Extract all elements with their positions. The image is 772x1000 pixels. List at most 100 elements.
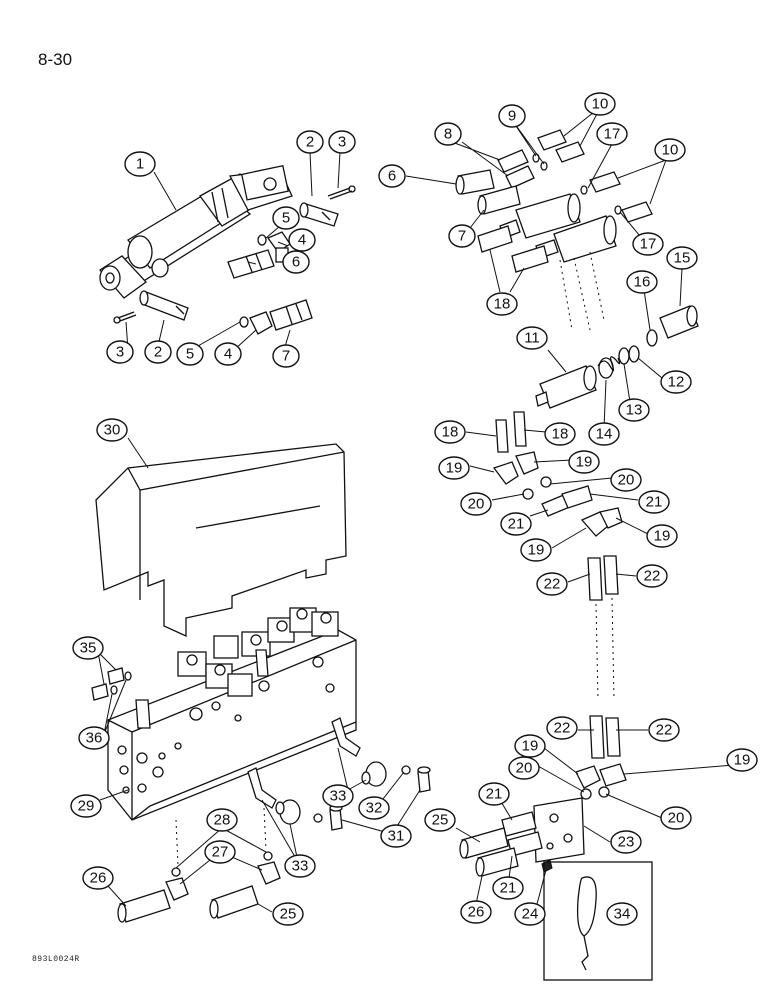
hose-ends-18-lower — [495, 411, 527, 453]
elbows-27 — [165, 861, 281, 901]
hose-end-lower — [269, 299, 313, 331]
svg-text:7: 7 — [282, 348, 290, 365]
svg-text:19: 19 — [522, 738, 539, 755]
callout-20-d: 20 — [660, 806, 692, 830]
callout-18-left: 18 — [434, 420, 466, 444]
svg-text:25: 25 — [280, 906, 297, 923]
callout-33-upper: 33 — [322, 784, 354, 808]
pin-lower — [139, 290, 189, 321]
o-rings-17 — [580, 185, 622, 215]
coupler-26-left — [117, 889, 171, 923]
svg-text:21: 21 — [646, 494, 663, 511]
callout-7-left: 7 — [272, 344, 300, 368]
svg-text:20: 20 — [668, 810, 685, 827]
svg-text:5: 5 — [186, 346, 194, 363]
o-rings-20-lower — [580, 786, 610, 800]
callout-3-lower: 3 — [106, 340, 134, 364]
elbows-19-lower — [575, 763, 627, 789]
callout-2-lower: 2 — [144, 340, 172, 364]
svg-text:10: 10 — [592, 96, 609, 113]
dashed-guides — [175, 807, 267, 867]
callout-4-upper: 4 — [288, 228, 316, 252]
callout-6-right: 6 — [378, 164, 406, 188]
mounting-plate-23 — [533, 797, 585, 863]
svg-text:18: 18 — [494, 296, 511, 313]
filter-11 — [535, 365, 597, 409]
callout-24: 24 — [514, 902, 546, 926]
o-ring-16 — [646, 329, 658, 347]
svg-text:23: 23 — [618, 834, 635, 851]
valve-block-solenoids — [135, 607, 339, 729]
couplers-25-26 — [459, 827, 519, 877]
svg-text:20: 20 — [618, 472, 635, 489]
coupler-25-bottom — [209, 885, 259, 919]
callout-35: 35 — [72, 636, 104, 660]
callout-27: 27 — [204, 840, 236, 864]
svg-text:14: 14 — [596, 426, 613, 443]
hoses-22-lower — [589, 715, 621, 759]
elbows-19-upper — [492, 451, 539, 485]
svg-text:24: 24 — [522, 906, 539, 923]
callout-22-b: 22 — [636, 564, 668, 588]
hydraulic-cylinder — [99, 164, 293, 299]
svg-text:26: 26 — [90, 870, 107, 887]
svg-text:22: 22 — [656, 722, 673, 739]
spring-14 — [597, 356, 621, 379]
svg-text:6: 6 — [292, 254, 300, 271]
svg-text:1: 1 — [136, 156, 144, 173]
snap-ring-12 — [628, 345, 640, 363]
washer-32-lower — [313, 813, 323, 823]
callout-21-a: 21 — [638, 490, 670, 514]
callout-10-lower: 10 — [654, 138, 686, 162]
callout-1: 1 — [124, 151, 156, 177]
callout-13: 13 — [618, 398, 650, 422]
knob-33-upper — [361, 761, 387, 787]
svg-text:21: 21 — [508, 516, 525, 533]
svg-text:35: 35 — [80, 640, 97, 657]
svg-text:22: 22 — [644, 568, 661, 585]
elbow-fitting-lower — [239, 311, 273, 335]
callout-12: 12 — [660, 370, 692, 394]
callout-25-right: 25 — [424, 808, 456, 832]
callout-26-bottom: 26 — [460, 900, 492, 924]
callout-20-c: 20 — [508, 756, 540, 780]
callout-17-upper: 17 — [596, 122, 628, 146]
adapters-21 — [541, 485, 593, 517]
svg-text:33: 33 — [330, 788, 347, 805]
callout-21-c: 21 — [478, 782, 510, 806]
adapter-fittings-8 — [497, 149, 535, 189]
svg-text:3: 3 — [338, 134, 346, 151]
svg-text:29: 29 — [78, 798, 95, 815]
callout-29: 29 — [70, 794, 102, 818]
callout-22-d: 22 — [648, 718, 680, 742]
svg-text:6: 6 — [388, 168, 396, 185]
callout-17-lower: 17 — [632, 232, 664, 256]
svg-text:30: 30 — [104, 422, 121, 439]
callout-19-e: 19 — [514, 734, 546, 758]
callout-4-lower: 4 — [214, 342, 242, 366]
svg-text:21: 21 — [486, 786, 503, 803]
fittings-10 — [537, 129, 653, 223]
svg-text:10: 10 — [662, 142, 679, 159]
o-rings-20-upper — [522, 476, 552, 500]
coupler-hose-end-7 — [477, 185, 521, 215]
callout-31: 31 — [380, 824, 412, 848]
callout-18-upper: 18 — [486, 292, 518, 316]
hoses-22-upper — [587, 555, 619, 701]
knob-33-lower — [275, 799, 301, 825]
inset-box-34 — [543, 861, 653, 981]
svg-text:31: 31 — [388, 828, 405, 845]
callout-5-lower: 5 — [176, 342, 204, 366]
svg-text:19: 19 — [654, 528, 671, 545]
callout-5-upper: 5 — [272, 206, 300, 230]
page-number: 8-30 — [38, 50, 73, 69]
svg-text:28: 28 — [214, 812, 231, 829]
callout-36: 36 — [78, 726, 110, 750]
svg-text:20: 20 — [468, 496, 485, 513]
svg-text:11: 11 — [524, 330, 540, 347]
svg-text:21: 21 — [500, 880, 517, 897]
washer-13 — [618, 347, 630, 365]
valve-cover-30 — [95, 443, 347, 638]
callout-19-d: 19 — [646, 524, 678, 548]
callout-21-d: 21 — [492, 876, 524, 900]
